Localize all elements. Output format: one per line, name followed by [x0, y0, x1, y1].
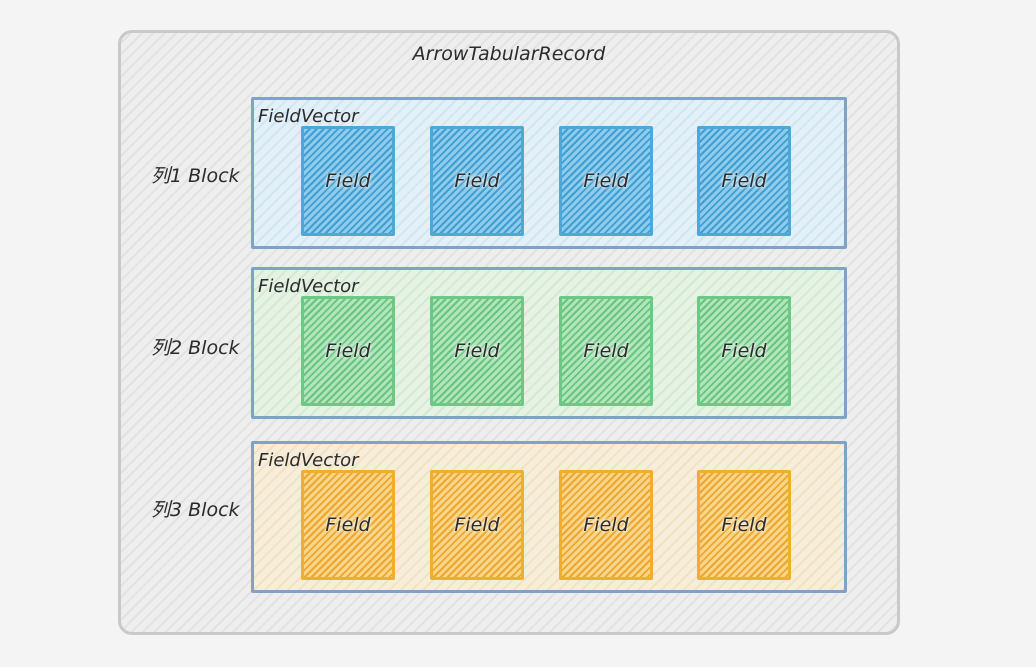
field-box: Field: [301, 296, 395, 406]
field-box: Field: [430, 126, 524, 236]
field-box: Field: [697, 296, 791, 406]
record-title: ArrowTabularRecord: [412, 43, 606, 65]
field-vector-label: FieldVector: [258, 450, 359, 471]
field-vector-2: FieldVector Field Field Field Field: [251, 267, 847, 419]
field-box: Field: [301, 470, 395, 580]
block-label-3: 列3 Block: [151, 499, 240, 521]
field-vector-3: FieldVector Field Field Field Field: [251, 441, 847, 593]
field-box: Field: [697, 126, 791, 236]
field-box: Field: [559, 126, 653, 236]
arrow-tabular-record-container: ArrowTabularRecord 列1 Block FieldVector …: [118, 30, 900, 635]
field-box: Field: [559, 296, 653, 406]
field-box: Field: [430, 470, 524, 580]
field-vector-1: FieldVector Field Field Field Field: [251, 97, 847, 249]
field-vector-label: FieldVector: [258, 106, 359, 127]
field-box: Field: [430, 296, 524, 406]
block-label-1: 列1 Block: [151, 165, 240, 187]
field-box: Field: [697, 470, 791, 580]
field-box: Field: [301, 126, 395, 236]
block-label-2: 列2 Block: [151, 337, 240, 359]
field-vector-label: FieldVector: [258, 276, 359, 297]
field-box: Field: [559, 470, 653, 580]
